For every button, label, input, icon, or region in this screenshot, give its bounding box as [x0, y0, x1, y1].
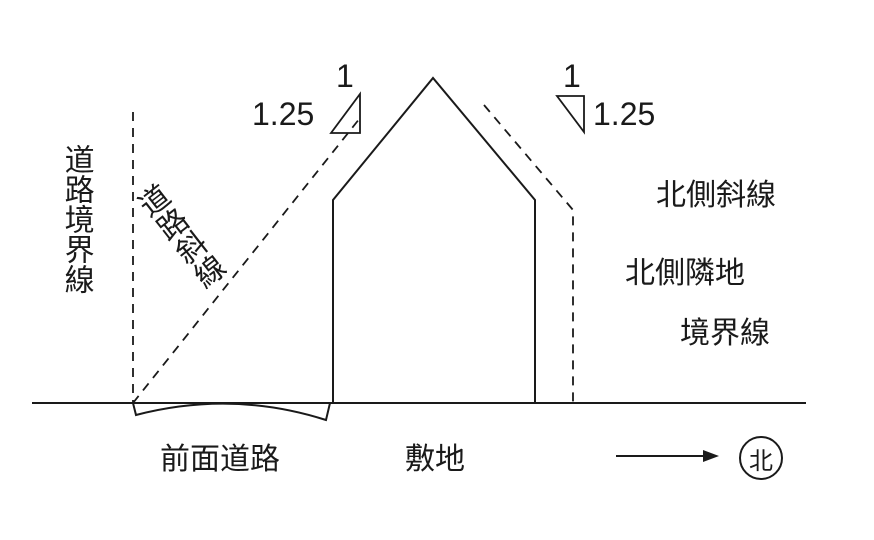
road-slope-rise-label: 1.25: [252, 96, 315, 132]
north-slope-line-label: 北側斜線: [656, 178, 776, 213]
road-slope-dashed-line: [132, 117, 361, 404]
north-neighbor-boundary-line-label-2: 境界線: [680, 316, 770, 351]
north-label: 北: [749, 446, 773, 475]
front-road-curve: [132, 402, 331, 422]
circled-character-icon: 北: [739, 436, 783, 480]
north-slope-ratio-triangle: [555, 95, 585, 135]
north-slope-run-label: 1: [563, 58, 581, 94]
north-slope-rise-label: 1.25: [593, 96, 656, 132]
site-label: 敷地: [405, 442, 465, 477]
front-road-label: 前面道路: [160, 442, 280, 477]
road-boundary-line-label: 道路境界線: [58, 144, 94, 294]
right-arrow-icon: [616, 450, 719, 462]
road-slope-run-label: 1: [336, 58, 354, 94]
building-outline: [332, 76, 536, 403]
north-neighbor-boundary-line-label-1: 北側隣地: [625, 256, 745, 291]
north-slope-dashed-line: [483, 104, 574, 403]
road-slope-ratio-triangle: [329, 91, 361, 134]
